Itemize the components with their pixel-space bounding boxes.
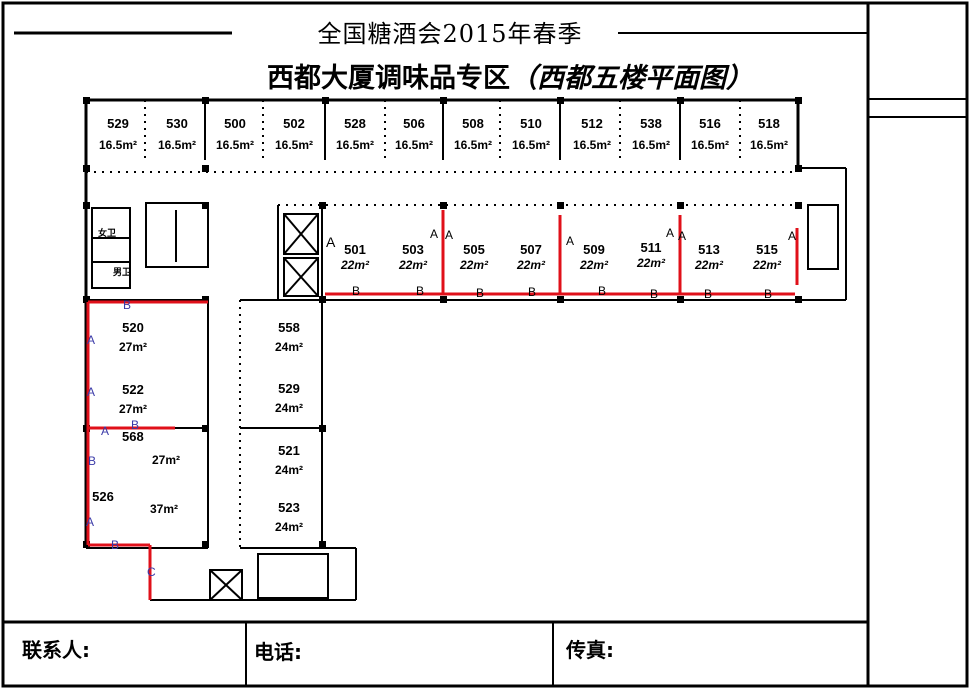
women-restroom-label: 女卫 bbox=[98, 228, 117, 238]
marker-a: A bbox=[101, 424, 110, 438]
phone-label: 电话: bbox=[254, 640, 302, 664]
marker-b: B bbox=[598, 284, 607, 298]
marker-a: A bbox=[430, 227, 439, 241]
marker-b: B bbox=[476, 286, 485, 300]
marker-a: A bbox=[666, 226, 675, 240]
marker-a: A bbox=[788, 229, 797, 243]
page-title: 全国糖酒会2015年春季 bbox=[317, 20, 583, 48]
marker-b: B bbox=[111, 538, 120, 552]
marker-b: B bbox=[416, 284, 425, 298]
marker-b: B bbox=[131, 418, 140, 432]
marker-b: B bbox=[352, 284, 361, 298]
marker-a: A bbox=[86, 515, 95, 529]
page-subtitle: 西都大厦调味品专区（西都五楼平面图） bbox=[230, 56, 790, 95]
fax-label: 传真: bbox=[566, 638, 614, 662]
marker-b: B bbox=[650, 287, 659, 301]
marker-a: A bbox=[445, 228, 454, 242]
marker-b: B bbox=[528, 285, 537, 299]
marker-a: A bbox=[87, 333, 96, 347]
room-526-area: 37m² bbox=[149, 502, 178, 516]
marker-b: B bbox=[704, 287, 713, 301]
marker-c: C bbox=[147, 565, 156, 579]
marker-b: B bbox=[764, 287, 773, 301]
marker-a: A bbox=[566, 234, 575, 248]
men-restroom-label: 男卫 bbox=[113, 267, 132, 277]
room-568-area: 27m² bbox=[151, 453, 180, 467]
marker-a: A bbox=[678, 229, 687, 243]
marker-b: B bbox=[123, 298, 132, 312]
marker-a: A bbox=[87, 385, 96, 399]
subtitle-paren: （西都五楼平面图） bbox=[510, 63, 753, 94]
marker-b: B bbox=[88, 454, 97, 468]
marker-a: A bbox=[326, 234, 336, 250]
room-568: 568 bbox=[122, 429, 144, 444]
subtitle-main: 西都大厦调味品专区 bbox=[267, 63, 510, 94]
contact-label: 联系人: bbox=[22, 638, 90, 662]
room-526: 526 bbox=[92, 489, 114, 504]
